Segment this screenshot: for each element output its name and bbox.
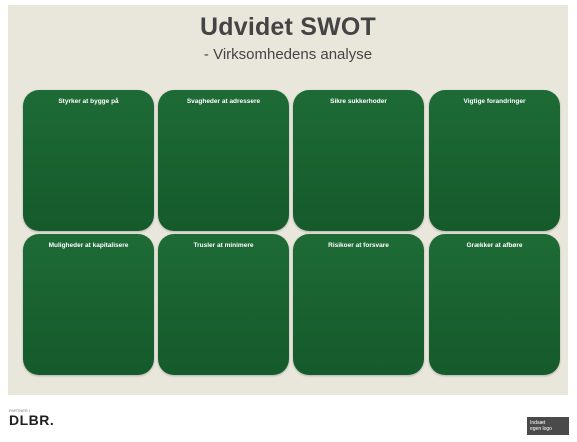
swot-box-strengths: Styrker at bygge på xyxy=(23,90,154,231)
box-label: Vigtige forandringer xyxy=(463,98,526,105)
box-label: Svagheder at adressere xyxy=(186,98,261,105)
footer-partner-text: PARTNER I xyxy=(9,408,30,413)
footer-logo-block: PARTNER I DLBR. xyxy=(9,408,54,427)
swot-box-weaknesses: Svagheder at adressere xyxy=(158,90,289,231)
box-label: Muligheder at kapitalisere xyxy=(48,242,129,249)
swot-box-threats: Trusler at minimere xyxy=(158,234,289,375)
box-label: Styrker at bygge på xyxy=(58,98,119,105)
page-title: Udvidet SWOT xyxy=(199,13,376,41)
swot-box-safe-points: Sikre sukkerhoder xyxy=(293,90,424,231)
swot-box-opportunities: Muligheder at kapitalisere xyxy=(23,234,154,375)
insert-logo-line1: Indsæt xyxy=(530,420,546,426)
swot-box-important-changes: Vigtige forandringer xyxy=(429,90,560,231)
box-label: Trusler at minimere xyxy=(193,242,254,249)
insert-logo-placeholder: Indsæt egen logo xyxy=(527,417,569,435)
swot-box-cracks: Grækker at afbøre xyxy=(429,234,560,375)
slide: Udvidet SWOT - Virksomhedens analyse Sty… xyxy=(8,5,568,395)
box-label: Sikre sukkerhoder xyxy=(330,98,387,105)
insert-logo-line2: egen logo xyxy=(530,426,552,432)
page-subtitle: - Virksomhedens analyse xyxy=(203,46,373,63)
dlbr-logo: DLBR. xyxy=(9,412,55,428)
box-label: Risikoer at forsvare xyxy=(328,242,389,249)
swot-box-risks: Risikoer at forsvare xyxy=(293,234,424,375)
box-label: Grækker at afbøre xyxy=(466,242,523,249)
